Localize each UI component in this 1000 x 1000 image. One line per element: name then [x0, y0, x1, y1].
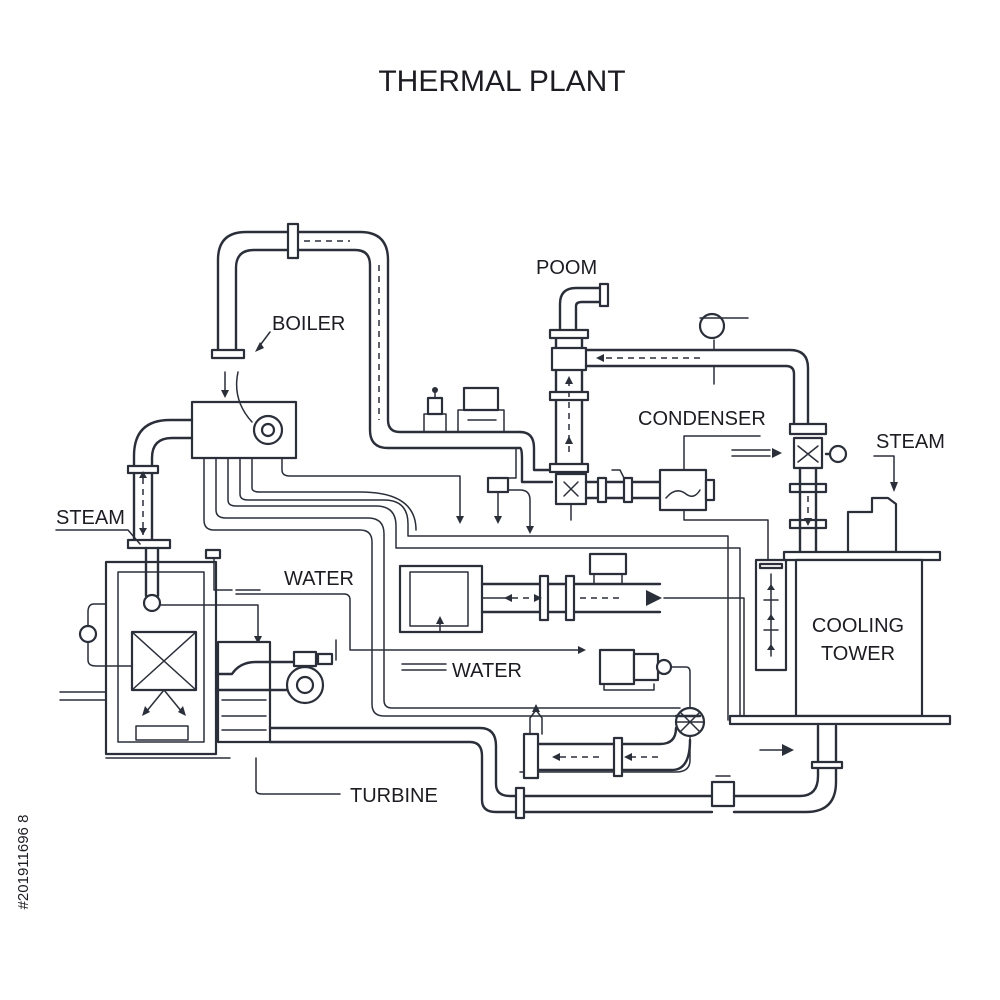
- steam-label-left: STEAM: [56, 507, 125, 529]
- cooling-tower: [728, 496, 952, 756]
- turbine-stack: [204, 548, 337, 744]
- boiler-top-pipe: [210, 222, 522, 450]
- return-pipe: [522, 704, 692, 780]
- boiler-label: BOILER: [272, 313, 345, 335]
- water-label-upper: WATER: [284, 568, 354, 590]
- turbine-label: TURBINE: [350, 785, 438, 807]
- condenser-label: CONDENSER: [638, 408, 766, 430]
- turbine-feed-pipes: [105, 724, 844, 820]
- condenser-unit: [658, 435, 782, 561]
- left-steam-pipe: [126, 418, 194, 550]
- water-upper-flow: [235, 593, 579, 651]
- central-turbine-assembly: [398, 552, 745, 721]
- cooling-tower-label-line2: TOWER: [821, 643, 895, 665]
- cooling-tower-label-line1: COOLING: [812, 615, 904, 637]
- steam-label-right: STEAM: [876, 431, 945, 453]
- diagram-title: THERMAL PLANT: [378, 65, 625, 98]
- steam-left-leader: [55, 529, 141, 545]
- lower-pump: [519, 648, 706, 773]
- furnace-block: [59, 546, 262, 756]
- water-label-lower: WATER: [452, 660, 522, 682]
- upper-pumps: [423, 386, 554, 534]
- poom-label: POOM: [536, 257, 597, 279]
- main-steam-lines: [203, 457, 741, 721]
- steam-right-leader: [873, 455, 895, 485]
- stock-id-text: #201911696 8: [15, 815, 32, 910]
- water-lower-marker: [401, 663, 447, 671]
- boiler-unit: [190, 371, 298, 460]
- poom-column: [548, 282, 662, 521]
- upper-return-pipe: [584, 312, 848, 554]
